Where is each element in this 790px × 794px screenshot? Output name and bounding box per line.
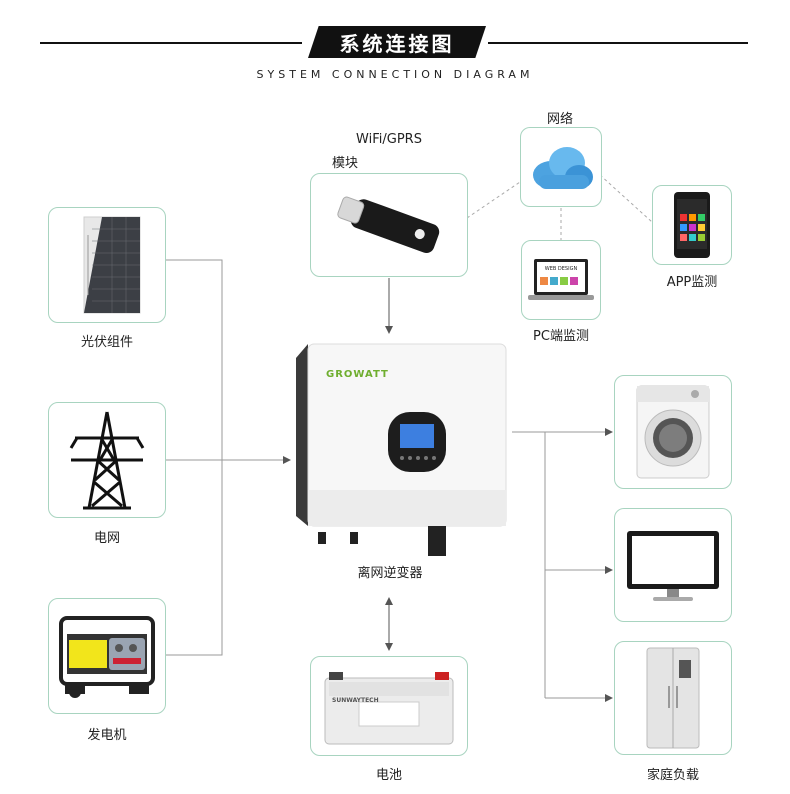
washer-box bbox=[614, 375, 732, 489]
solar-panel-icon bbox=[83, 216, 141, 314]
monitor-icon bbox=[627, 531, 719, 601]
grid-box bbox=[48, 402, 166, 518]
inverter-unit bbox=[296, 340, 510, 556]
header-rule-right bbox=[488, 42, 748, 44]
fridge-box bbox=[614, 641, 732, 755]
wifi-module-label-line2: 模块 bbox=[331, 156, 358, 171]
battery-icon bbox=[324, 672, 454, 745]
laptop-icon bbox=[528, 259, 594, 300]
loads-label: 家庭负载 bbox=[646, 768, 699, 783]
solar-connector bbox=[165, 259, 223, 656]
cloud-icon bbox=[533, 147, 593, 189]
wifi-module-label-line1: WiFi/GPRS bbox=[356, 132, 422, 147]
battery-brand: SUNWAYTECH bbox=[332, 697, 379, 704]
inverter-brand: GROWATT bbox=[326, 369, 389, 380]
generator-box bbox=[48, 598, 166, 714]
grid-label: 电网 bbox=[93, 531, 120, 546]
network-label: 网络 bbox=[546, 112, 573, 127]
generator-label: 发电机 bbox=[87, 728, 127, 743]
network-app-link bbox=[599, 174, 653, 223]
solar-panel-box bbox=[48, 207, 166, 323]
refrigerator-icon bbox=[646, 647, 700, 749]
inverter-icon bbox=[296, 343, 507, 556]
inverter-label: 离网逆变器 bbox=[357, 566, 423, 581]
solar-panel-label: 光伏组件 bbox=[80, 335, 133, 350]
diagram-title: 系统连接图 bbox=[308, 26, 486, 58]
wifi-module-box bbox=[310, 173, 468, 277]
battery-label: 电池 bbox=[375, 768, 402, 783]
app-monitor-box bbox=[652, 185, 732, 265]
header-rule-left bbox=[40, 42, 302, 44]
pc-monitor-label: PC端监测 bbox=[533, 329, 589, 344]
tv-box bbox=[614, 508, 732, 622]
battery-box bbox=[310, 656, 468, 756]
wifi-dongle-icon bbox=[337, 196, 440, 254]
app-monitor-label: APP监测 bbox=[666, 275, 718, 290]
smartphone-icon bbox=[674, 192, 710, 258]
pc-monitor-box bbox=[521, 240, 601, 320]
diagram-subtitle: SYSTEM CONNECTION DIAGRAM bbox=[256, 68, 534, 81]
washing-machine-icon bbox=[636, 385, 710, 479]
pc-screen-text: WEB DESIGN bbox=[544, 266, 578, 272]
wifi-network-link bbox=[466, 181, 521, 219]
network-box bbox=[520, 127, 602, 207]
power-tower-icon bbox=[69, 411, 145, 510]
generator-icon bbox=[59, 616, 155, 698]
